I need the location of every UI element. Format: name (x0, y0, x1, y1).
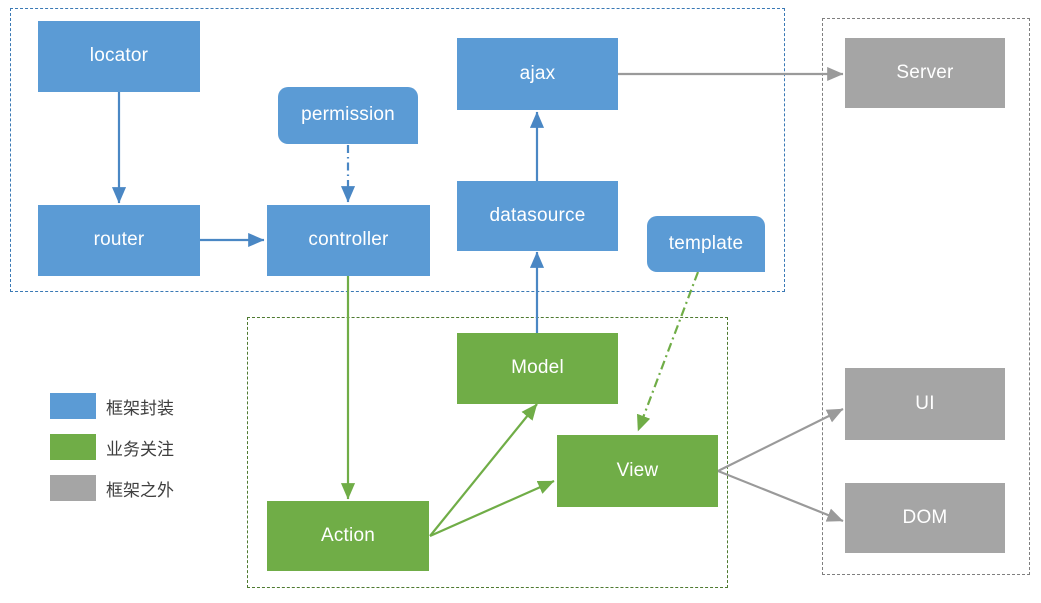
node-datasource[interactable]: datasource (457, 181, 618, 251)
legend: 框架封装 业务关注 框架之外 (50, 388, 260, 508)
node-controller[interactable]: controller (267, 205, 430, 276)
node-action[interactable]: Action (267, 501, 429, 571)
node-permission-label: permission (301, 104, 395, 126)
node-datasource-label: datasource (489, 204, 586, 226)
node-action-label: Action (320, 524, 375, 546)
legend-item-framework: 框架封装 (50, 393, 174, 419)
node-server[interactable]: Server (845, 38, 1005, 108)
node-model[interactable]: Model (457, 333, 618, 404)
node-ajax-label: ajax (519, 62, 556, 84)
node-model-label: Model (511, 357, 564, 379)
node-server-label: Server (896, 61, 954, 83)
legend-label-business: 业务关注 (106, 439, 174, 459)
node-locator[interactable]: locator (38, 21, 200, 92)
node-router[interactable]: router (38, 205, 200, 276)
node-ui-label: UI (915, 392, 935, 414)
legend-item-business: 业务关注 (50, 434, 174, 460)
legend-label-external: 框架之外 (106, 480, 174, 500)
node-router-label: router (93, 229, 145, 251)
legend-label-framework: 框架封装 (106, 398, 174, 418)
node-permission[interactable]: permission (278, 87, 418, 144)
node-ajax[interactable]: ajax (457, 38, 618, 110)
node-template[interactable]: template (647, 216, 765, 272)
node-dom-label: DOM (902, 506, 948, 528)
node-locator-label: locator (89, 45, 149, 67)
legend-swatch-gray-icon (50, 475, 96, 501)
legend-item-external: 框架之外 (50, 475, 174, 501)
node-view[interactable]: View (557, 435, 718, 507)
group-external-layer (822, 18, 1030, 575)
node-view-label: View (616, 459, 659, 481)
legend-swatch-blue-icon (50, 393, 96, 419)
legend-swatch-green-icon (50, 434, 96, 460)
node-controller-label: controller (308, 229, 389, 251)
node-ui[interactable]: UI (845, 368, 1005, 440)
node-dom[interactable]: DOM (845, 483, 1005, 553)
node-template-label: template (668, 232, 744, 254)
group-framework-layer (10, 8, 785, 292)
